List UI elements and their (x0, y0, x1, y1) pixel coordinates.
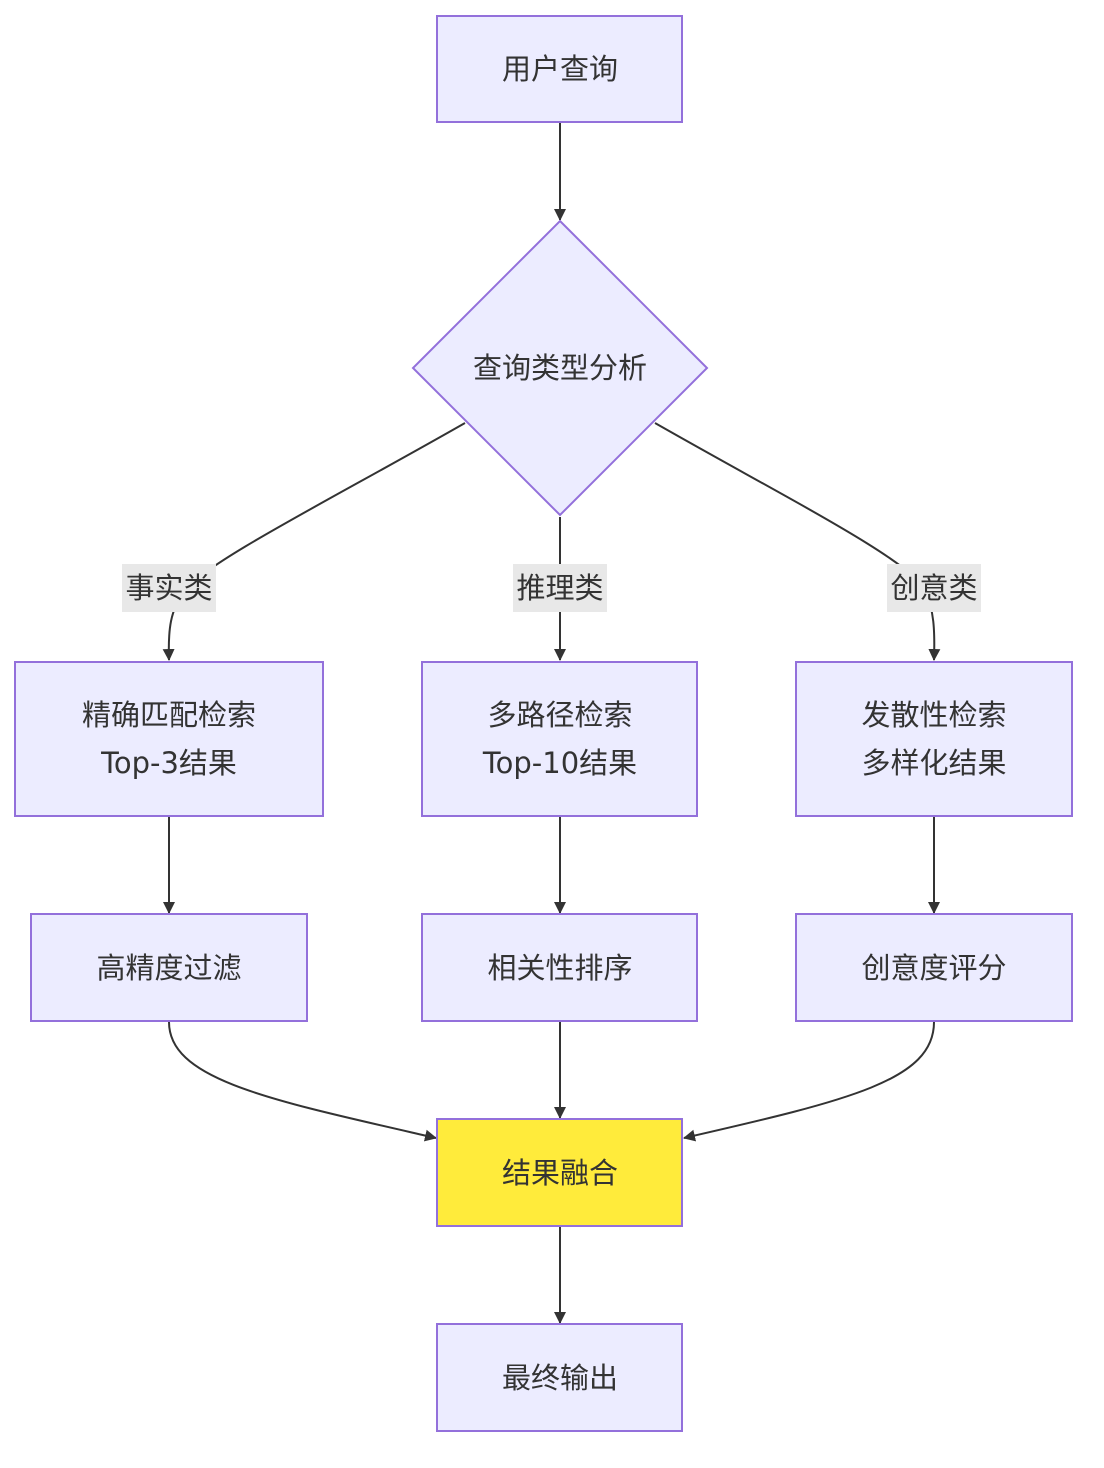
node-fusion-label: 结果融合 (502, 1156, 618, 1190)
node-filter-label: 高精度过滤 (96, 951, 241, 985)
edge-label-reasoning-text: 推理类 (516, 571, 603, 605)
edge-filter-to-fusion (168, 1021, 437, 1142)
node-output: 最终输出 (436, 1323, 683, 1432)
node-analyze-label: 查询类型分析 (473, 351, 647, 385)
node-query: 用户查询 (436, 15, 683, 123)
node-multi-retrieval: 多路径检索 Top-10结果 (421, 661, 698, 817)
node-query-label: 用户查询 (502, 52, 618, 86)
edge-label-creative: 创意类 (887, 564, 981, 612)
edge-score-to-fusion (683, 1021, 935, 1142)
node-fusion: 结果融合 (436, 1118, 683, 1227)
node-divergent-line2: 多样化结果 (861, 746, 1006, 780)
node-multi-line2: Top-10结果 (482, 746, 637, 780)
node-exact-retrieval: 精确匹配检索 Top-3结果 (14, 661, 324, 817)
node-divergent-line1: 发散性检索 (861, 698, 1006, 732)
node-score-label: 创意度评分 (861, 951, 1006, 985)
node-rank: 相关性排序 (421, 913, 698, 1022)
edges (162, 123, 941, 1324)
edge-label-creative-text: 创意类 (890, 571, 977, 605)
edge-analyze-to-divergent (654, 422, 941, 661)
node-exact-line1: 精确匹配检索 (82, 698, 256, 732)
node-divergent-retrieval: 发散性检索 多样化结果 (795, 661, 1073, 817)
edge-analyze-to-exact (162, 422, 466, 661)
edge-label-fact-text: 事实类 (125, 571, 212, 605)
node-multi-line1: 多路径检索 (487, 698, 632, 732)
node-rank-label: 相关性排序 (487, 951, 632, 985)
node-score: 创意度评分 (795, 913, 1073, 1022)
edge-label-fact: 事实类 (122, 564, 216, 612)
node-output-label: 最终输出 (502, 1361, 618, 1395)
node-analyze: 查询类型分析 (411, 219, 709, 517)
edge-label-reasoning: 推理类 (513, 564, 607, 612)
node-filter: 高精度过滤 (30, 913, 308, 1022)
node-exact-line2: Top-3结果 (100, 746, 237, 780)
